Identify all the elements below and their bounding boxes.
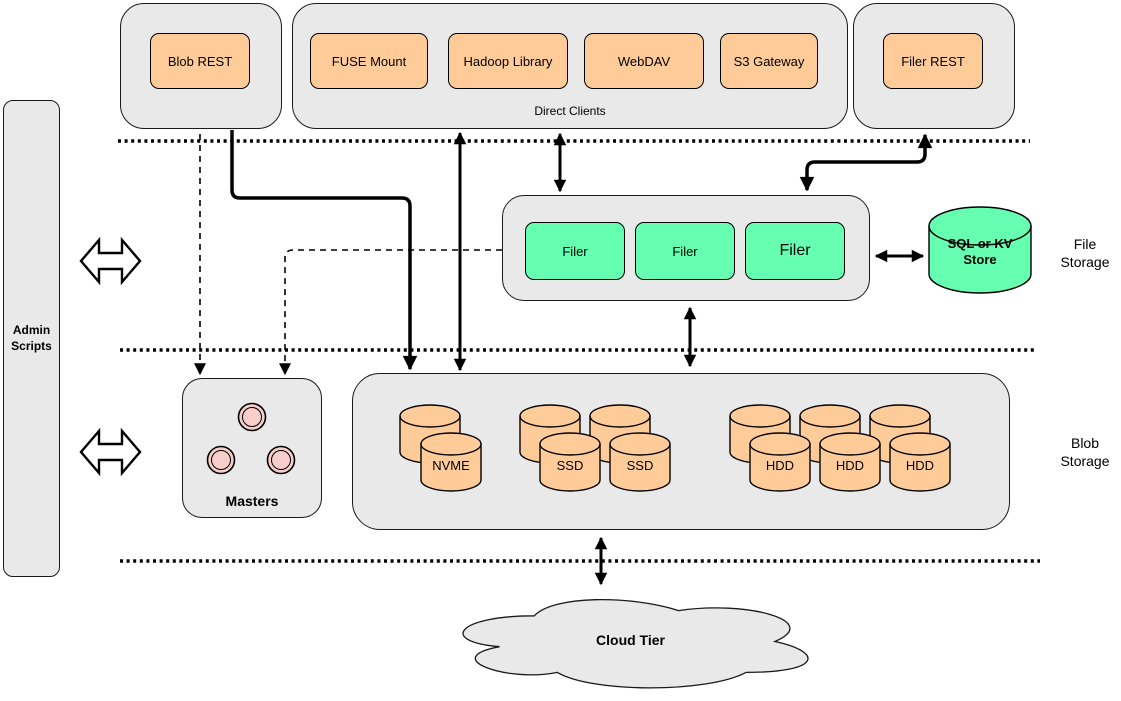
node-filer-2: Filer bbox=[635, 222, 735, 280]
disk-label-hdd-1: HDD bbox=[765, 458, 795, 473]
arrow-filerrest-filer bbox=[799, 133, 933, 192]
node-hadoop-library: Hadoop Library bbox=[448, 33, 568, 89]
disk-label-ssd-1: SSD bbox=[556, 458, 584, 473]
node-s3-gateway: S3 Gateway bbox=[720, 33, 818, 89]
direct-clients-label: Direct Clients bbox=[534, 104, 606, 118]
arrow-filer-to-masters bbox=[279, 249, 502, 376]
admin-file-tier-arrow-icon bbox=[79, 236, 142, 286]
masters-label: Masters bbox=[225, 493, 279, 509]
node-filer-rest: Filer REST bbox=[883, 33, 983, 89]
admin-blob-tier-arrow-icon bbox=[79, 427, 142, 477]
node-filer-1: Filer bbox=[525, 222, 625, 280]
node-blob-rest: Blob REST bbox=[150, 33, 250, 89]
admin-scripts-panel: Admin Scripts bbox=[3, 100, 60, 577]
node-webdav: WebDAV bbox=[584, 33, 704, 89]
blob-storage-label: Blob Storage bbox=[1060, 435, 1110, 469]
admin-scripts-label: Admin Scripts bbox=[11, 322, 52, 353]
node-fuse-mount: FUSE Mount bbox=[310, 33, 428, 89]
node-filer-3: Filer bbox=[745, 222, 845, 280]
blob-storage-group bbox=[352, 373, 1010, 530]
arrow-blobrest-to-blobstorage bbox=[230, 130, 418, 371]
disk-label-ssd-2: SSD bbox=[626, 458, 654, 473]
disk-label-hdd-3: HDD bbox=[905, 458, 935, 473]
masters-group bbox=[182, 378, 322, 518]
file-storage-label: File Storage bbox=[1060, 236, 1110, 270]
disk-label-nvme: NVME bbox=[432, 458, 470, 473]
disk-label-hdd-2: HDD bbox=[835, 458, 865, 473]
cloud-tier-label: Cloud Tier bbox=[596, 632, 665, 648]
sql-kv-store-label: SQL or KV Store bbox=[947, 236, 1013, 268]
